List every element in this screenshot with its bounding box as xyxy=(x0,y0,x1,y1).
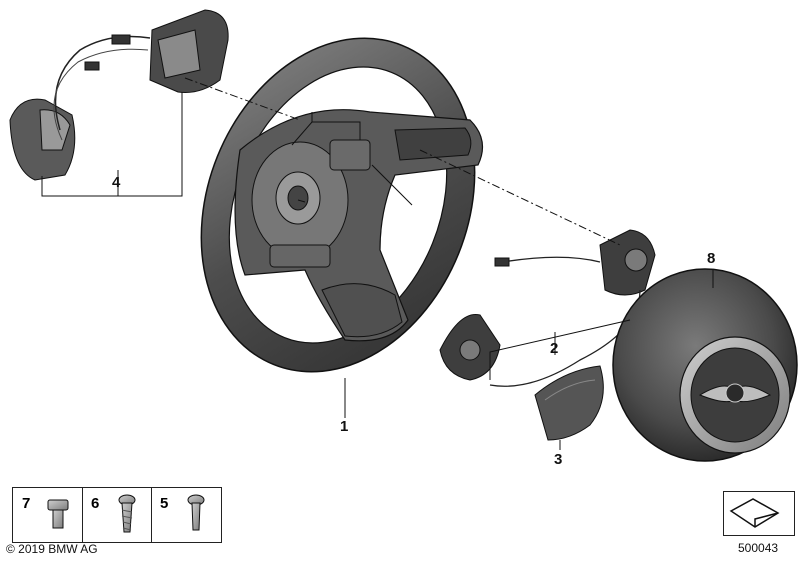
view-direction-box xyxy=(723,491,795,536)
airbag-module-part-8 xyxy=(612,268,798,462)
callout-3: 3 xyxy=(554,451,563,468)
legend-number: 5 xyxy=(160,495,169,512)
legend-number: 6 xyxy=(91,495,100,512)
copyright-text: © 2019 BMW AG xyxy=(6,542,98,556)
trim-cover-part-3 xyxy=(534,365,604,441)
leader-lines xyxy=(41,77,714,450)
screw-5-icon xyxy=(187,494,205,531)
fastener-legend: 7 6 5 xyxy=(12,487,222,543)
view-direction-icon xyxy=(729,498,780,528)
mf-switch-part-4 xyxy=(9,9,229,181)
callout-4: 4 xyxy=(112,174,121,191)
steering-wheel xyxy=(200,37,484,373)
callout-8: 8 xyxy=(707,250,716,267)
screw-7-icon xyxy=(47,499,69,529)
callout-1: 1 xyxy=(340,418,349,435)
document-number: 500043 xyxy=(738,541,779,555)
legend-number: 7 xyxy=(22,495,31,512)
legend-cell-5: 5 xyxy=(151,488,220,542)
legend-cell-7: 7 xyxy=(13,488,83,542)
screw-6-icon xyxy=(118,494,136,533)
callout-2: 2 xyxy=(550,340,559,357)
legend-cell-6: 6 xyxy=(82,488,152,542)
